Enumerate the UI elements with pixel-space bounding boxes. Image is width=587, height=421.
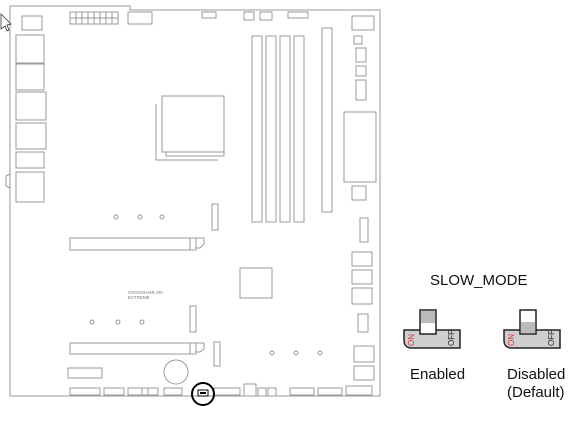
bottom-headers — [67, 367, 373, 397]
default-label: (Default) — [507, 384, 565, 401]
cursor-icon — [0, 13, 12, 32]
top-headers — [69, 11, 375, 31]
memory-slots — [251, 27, 333, 223]
chipset — [239, 267, 273, 299]
rear-io-ports — [5, 15, 47, 203]
slow-mode-switch-location — [191, 382, 215, 406]
board-outline — [9, 5, 381, 397]
switch-disabled-on-text: ON — [507, 334, 516, 346]
cmos-battery — [163, 359, 189, 385]
switch-enabled-off-text: OFF — [447, 330, 456, 346]
switch-enabled-illustration — [403, 309, 461, 349]
disabled-label: Disabled — [507, 366, 566, 383]
switch-disabled-illustration — [503, 309, 561, 349]
switch-title: SLOW_MODE — [430, 272, 528, 289]
m2-standoffs — [89, 214, 323, 356]
cpu-socket — [155, 95, 225, 161]
enabled-label: Enabled — [410, 366, 466, 383]
pcie-slots — [69, 237, 205, 355]
board-silkscreen-line2: EXTREME — [128, 295, 150, 300]
right-edge-connectors — [343, 35, 377, 381]
board-silkscreen-line1: CROSSHAIR VIII — [128, 290, 163, 295]
switch-disabled-off-text: OFF — [547, 330, 556, 346]
switch-enabled-on-text: ON — [407, 334, 416, 346]
m2-slots — [189, 203, 221, 367]
